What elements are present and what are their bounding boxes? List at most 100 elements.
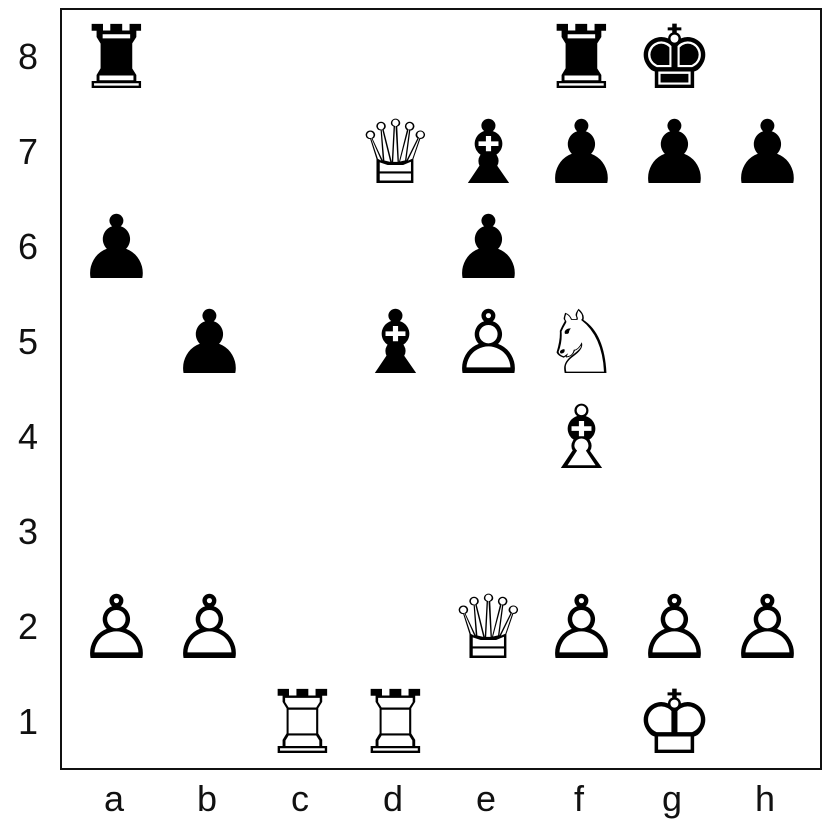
square-a8[interactable]: ♜ — [70, 10, 163, 105]
square-d4[interactable] — [349, 390, 442, 485]
file-label-h: h — [754, 778, 776, 819]
square-d6[interactable] — [349, 200, 442, 295]
file-label-a: a — [103, 778, 125, 819]
square-b1[interactable] — [163, 675, 256, 770]
black-rook-icon[interactable]: ♜ — [542, 5, 621, 109]
white-pawn-icon[interactable]: ♙ — [77, 575, 156, 679]
black-pawn-icon[interactable]: ♟ — [635, 100, 714, 204]
square-b7[interactable] — [163, 105, 256, 200]
square-c7[interactable] — [256, 105, 349, 200]
square-b3[interactable] — [163, 485, 256, 580]
square-e3[interactable] — [442, 485, 535, 580]
square-e1[interactable] — [442, 675, 535, 770]
rank-label-7: 7 — [17, 131, 39, 172]
square-a6[interactable]: ♟ — [70, 200, 163, 295]
square-b5[interactable]: ♟ — [163, 295, 256, 390]
white-rook-icon[interactable]: ♖ — [356, 670, 435, 774]
rank-label-6: 6 — [17, 226, 39, 267]
file-label-b: b — [196, 778, 218, 819]
square-f5[interactable]: ♘ — [535, 295, 628, 390]
square-c4[interactable] — [256, 390, 349, 485]
black-bishop-icon[interactable]: ♝ — [449, 100, 528, 204]
square-d2[interactable] — [349, 580, 442, 675]
white-rook-icon[interactable]: ♖ — [263, 670, 342, 774]
white-pawn-icon[interactable]: ♙ — [449, 290, 528, 394]
white-pawn-icon[interactable]: ♙ — [635, 575, 714, 679]
black-king-icon[interactable]: ♚ — [635, 5, 714, 109]
square-c8[interactable] — [256, 10, 349, 105]
black-pawn-icon[interactable]: ♟ — [728, 100, 807, 204]
square-f1[interactable] — [535, 675, 628, 770]
square-g6[interactable] — [628, 200, 721, 295]
white-knight-icon[interactable]: ♘ — [542, 290, 621, 394]
black-rook-icon[interactable]: ♜ — [77, 5, 156, 109]
square-d3[interactable] — [349, 485, 442, 580]
square-f8[interactable]: ♜ — [535, 10, 628, 105]
rank-label-3: 3 — [17, 511, 39, 552]
square-h4[interactable] — [721, 390, 814, 485]
rank-label-5: 5 — [17, 321, 39, 362]
square-f2[interactable]: ♙ — [535, 580, 628, 675]
square-h3[interactable] — [721, 485, 814, 580]
square-a3[interactable] — [70, 485, 163, 580]
square-e8[interactable] — [442, 10, 535, 105]
white-queen-icon[interactable]: ♕ — [356, 100, 435, 204]
square-a4[interactable] — [70, 390, 163, 485]
square-f3[interactable] — [535, 485, 628, 580]
square-b2[interactable]: ♙ — [163, 580, 256, 675]
square-h7[interactable]: ♟ — [721, 105, 814, 200]
square-a2[interactable]: ♙ — [70, 580, 163, 675]
square-b4[interactable] — [163, 390, 256, 485]
square-d8[interactable] — [349, 10, 442, 105]
square-b8[interactable] — [163, 10, 256, 105]
chess-board[interactable]: ♜♜♚♕♝♟♟♟♟♟♟♝♙♘♗♙♙♕♙♙♙♖♖♔ — [60, 8, 822, 770]
square-c6[interactable] — [256, 200, 349, 295]
square-g7[interactable]: ♟ — [628, 105, 721, 200]
square-d1[interactable]: ♖ — [349, 675, 442, 770]
square-a7[interactable] — [70, 105, 163, 200]
square-g2[interactable]: ♙ — [628, 580, 721, 675]
square-g4[interactable] — [628, 390, 721, 485]
square-g5[interactable] — [628, 295, 721, 390]
black-pawn-icon[interactable]: ♟ — [77, 195, 156, 299]
black-pawn-icon[interactable]: ♟ — [449, 195, 528, 299]
square-b6[interactable] — [163, 200, 256, 295]
white-pawn-icon[interactable]: ♙ — [542, 575, 621, 679]
black-pawn-icon[interactable]: ♟ — [542, 100, 621, 204]
square-e4[interactable] — [442, 390, 535, 485]
square-h6[interactable] — [721, 200, 814, 295]
rank-label-1: 1 — [17, 701, 39, 742]
square-c5[interactable] — [256, 295, 349, 390]
square-h8[interactable] — [721, 10, 814, 105]
square-e7[interactable]: ♝ — [442, 105, 535, 200]
square-d7[interactable]: ♕ — [349, 105, 442, 200]
file-label-c: c — [291, 778, 309, 819]
square-f4[interactable]: ♗ — [535, 390, 628, 485]
square-f7[interactable]: ♟ — [535, 105, 628, 200]
square-e5[interactable]: ♙ — [442, 295, 535, 390]
square-g3[interactable] — [628, 485, 721, 580]
square-a1[interactable] — [70, 675, 163, 770]
square-f6[interactable] — [535, 200, 628, 295]
square-e6[interactable]: ♟ — [442, 200, 535, 295]
white-king-icon[interactable]: ♔ — [635, 670, 714, 774]
square-g1[interactable]: ♔ — [628, 675, 721, 770]
square-e2[interactable]: ♕ — [442, 580, 535, 675]
white-pawn-icon[interactable]: ♙ — [170, 575, 249, 679]
file-label-f: f — [573, 778, 584, 819]
square-c3[interactable] — [256, 485, 349, 580]
square-a5[interactable] — [70, 295, 163, 390]
black-bishop-icon[interactable]: ♝ — [356, 290, 435, 394]
square-d5[interactable]: ♝ — [349, 295, 442, 390]
square-h5[interactable] — [721, 295, 814, 390]
square-c1[interactable]: ♖ — [256, 675, 349, 770]
black-pawn-icon[interactable]: ♟ — [170, 290, 249, 394]
square-g8[interactable]: ♚ — [628, 10, 721, 105]
square-h1[interactable] — [721, 675, 814, 770]
white-queen-icon[interactable]: ♕ — [449, 575, 528, 679]
rank-label-8: 8 — [17, 36, 39, 77]
square-c2[interactable] — [256, 580, 349, 675]
white-pawn-icon[interactable]: ♙ — [728, 575, 807, 679]
square-h2[interactable]: ♙ — [721, 580, 814, 675]
white-bishop-icon[interactable]: ♗ — [542, 385, 621, 489]
